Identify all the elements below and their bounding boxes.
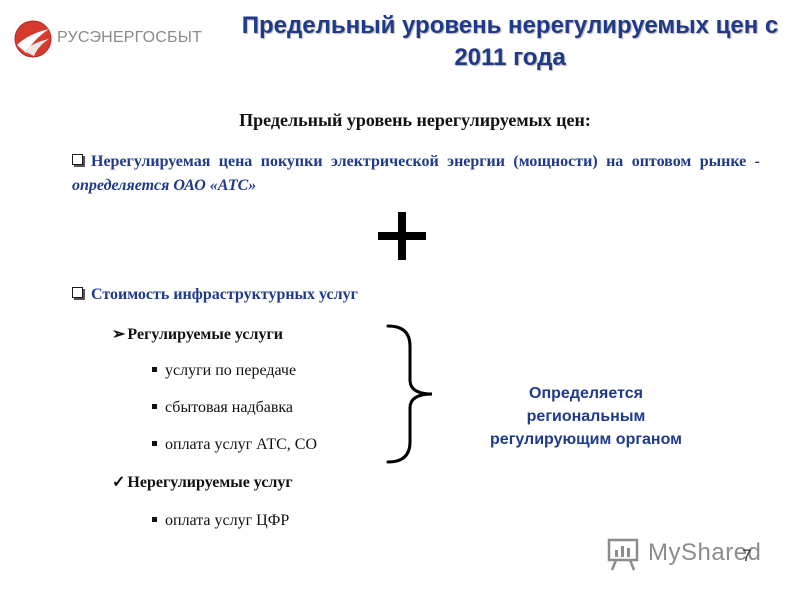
right-brace-icon [386, 324, 433, 464]
regulator-note: Определяется региональным регулирующим о… [490, 385, 682, 448]
regulated-services-label: Регулируемые услуги [127, 326, 283, 343]
plus-sign-icon [378, 212, 426, 260]
watermark: MyShared [606, 536, 776, 576]
page-number: 7 [742, 546, 752, 565]
square-bullet-icon [152, 404, 157, 409]
regulated-services-heading: ➢Регулируемые услуги [112, 324, 283, 344]
company-logo: РУСЭНЕРГОСБЫТ [14, 20, 204, 62]
item-wholesale-price-suffix: - определяется ОАО «АТС» [72, 153, 760, 194]
square-bullet-icon [152, 517, 157, 522]
list-item: услуги по передаче [152, 362, 296, 380]
item-infrastructure-cost-text: Стоимость инфраструктурных услуг [91, 286, 358, 303]
checkbox-bullet-icon [72, 154, 83, 165]
presentation-board-icon [607, 538, 639, 571]
arrow-bullet-icon: ➢ [112, 326, 126, 343]
logo-text: РУСЭНЕРГОСБЫТ [57, 29, 203, 46]
item-infrastructure-cost: Стоимость инфраструктурных услуг [72, 286, 358, 304]
item-wholesale-price: Нерегулируемая цена покупки электрическо… [72, 150, 760, 198]
section-subtitle: Предельный уровень нерегулируемых цен: [239, 110, 591, 130]
checkmark-bullet-icon: ✓ [112, 474, 126, 491]
list-item: оплата услуг ЦФР [152, 512, 289, 530]
logo-emblem-icon [14, 20, 52, 58]
slide-title: Предельный уровень нерегулируемых цен с … [241, 12, 779, 71]
square-bullet-icon [152, 441, 157, 446]
checkbox-bullet-icon [72, 287, 83, 298]
item-wholesale-price-text: Нерегулируемая цена покупки электрическо… [91, 153, 747, 170]
unregulated-services-label: Нерегулируемые услуг [127, 474, 293, 491]
square-bullet-icon [152, 367, 157, 372]
watermark-text: MyShared [648, 539, 762, 566]
list-item: сбытовая надбавка [152, 399, 293, 417]
list-item: оплата услуг АТС, СО [152, 436, 317, 454]
unregulated-services-heading: ✓Нерегулируемые услуг [112, 472, 293, 492]
